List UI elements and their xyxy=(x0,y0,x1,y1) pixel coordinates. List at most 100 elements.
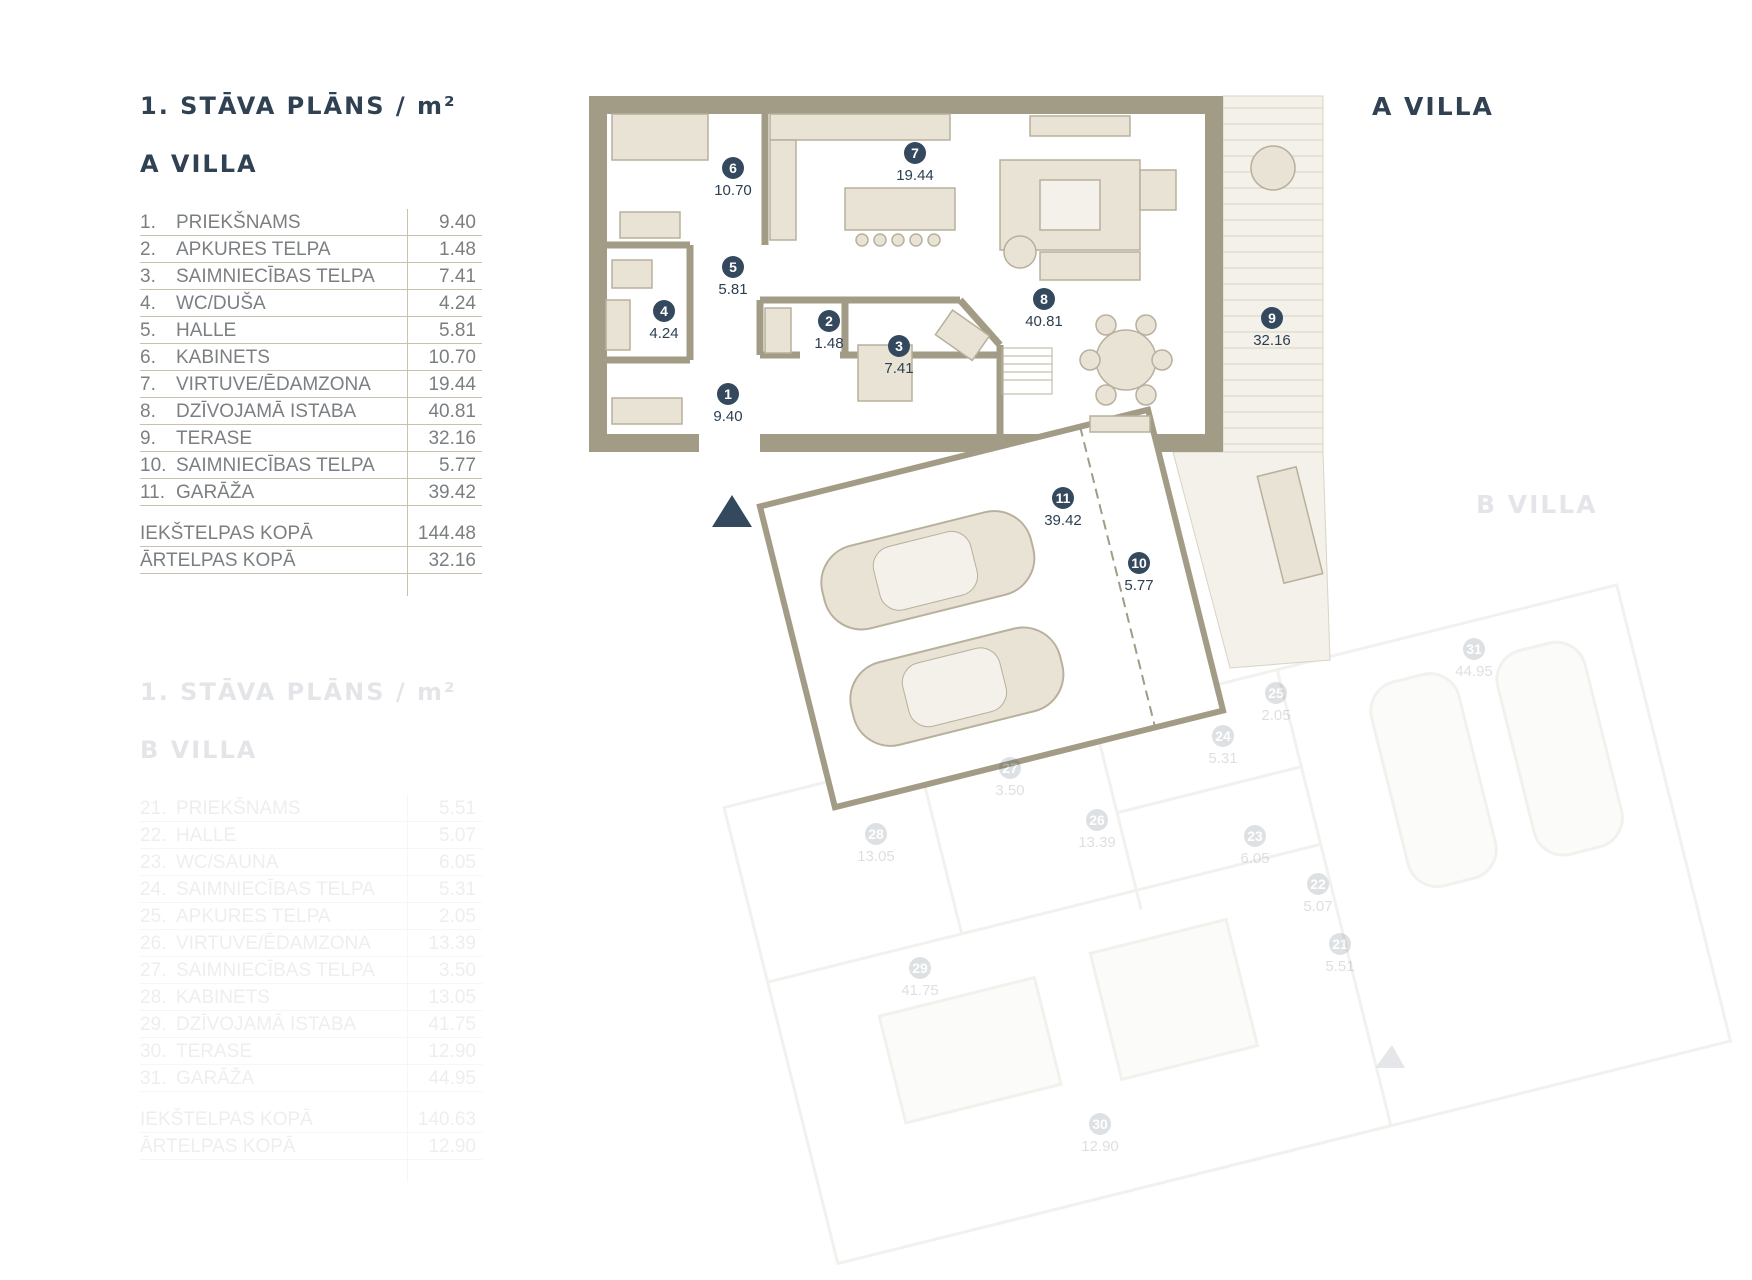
room-marker-area: 3.50 xyxy=(995,782,1024,799)
room-marker: 11 39.42 xyxy=(1044,487,1082,529)
room-marker-number: 22 xyxy=(1310,876,1326,892)
tv-unit-icon xyxy=(1029,115,1131,137)
room-marker: 55.81 xyxy=(718,256,748,298)
room-area: 44.95 xyxy=(428,1068,476,1089)
room-marker-area: 7.41 xyxy=(884,360,913,377)
room-marker-area: 39.42 xyxy=(1044,512,1082,529)
villa-a-plan-label: A VILLA xyxy=(1372,92,1494,121)
room-marker-area: 12.90 xyxy=(1081,1138,1119,1155)
room-marker-area: 5.51 xyxy=(1325,958,1354,975)
room-marker-area: 32.16 xyxy=(1253,332,1291,349)
kitchen-island-icon xyxy=(844,187,956,231)
room-marker-number: 25 xyxy=(1268,685,1284,701)
room-marker-area: 13.39 xyxy=(1078,834,1116,851)
table-column-divider xyxy=(407,209,408,596)
sofa-icon xyxy=(877,975,1063,1125)
room-name: WC/SAUNA xyxy=(176,852,279,873)
room-marker: 610.70 xyxy=(714,157,752,199)
room-marker: 225.07 xyxy=(1303,873,1333,915)
room-marker: 245.31 xyxy=(1208,725,1238,767)
room-number: 9. xyxy=(140,428,156,449)
room-area: 12.90 xyxy=(428,1041,476,1062)
room-name: KABINETS xyxy=(176,987,270,1008)
room-marker-number: 3 xyxy=(895,338,903,354)
sink-icon xyxy=(934,309,991,362)
room-area: 13.39 xyxy=(428,933,476,954)
villa-a-floor-plan xyxy=(589,95,1331,811)
table-row: 11. GARĀŽA 39.42 xyxy=(140,479,482,506)
room-area: 5.77 xyxy=(439,455,476,476)
room-area: 7.41 xyxy=(439,266,476,287)
room-area: 13.05 xyxy=(428,987,476,1008)
room-marker: 932.16 xyxy=(1253,307,1291,349)
room-marker-number: 29 xyxy=(912,960,928,976)
room-name: VIRTUVE/ĒDAMZONA xyxy=(176,374,371,395)
kitchen-counter-icon xyxy=(769,113,951,141)
room-name: HALLE xyxy=(176,320,237,341)
room-number: 8. xyxy=(140,401,156,422)
room-area: 39.42 xyxy=(428,482,476,503)
room-marker-area: 5.07 xyxy=(1303,898,1332,915)
villa-a-heading: A VILLA xyxy=(140,150,258,178)
room-marker-number: 4 xyxy=(660,303,668,319)
room-marker-number: 31 xyxy=(1466,641,1482,657)
room-area: 6.05 xyxy=(439,852,476,873)
room-marker-area: 9.40 xyxy=(713,408,742,425)
room-marker-number: 23 xyxy=(1247,828,1263,844)
room-number: 24. xyxy=(140,879,167,900)
room-marker: 252.05 xyxy=(1261,682,1291,724)
room-area: 32.16 xyxy=(428,428,476,449)
terrace-table-icon xyxy=(1250,145,1296,191)
room-marker-area: 5.77 xyxy=(1124,577,1153,594)
room-name: GARĀŽA xyxy=(176,1068,255,1089)
room-area: 3.50 xyxy=(439,960,476,981)
entrance-arrow-icon xyxy=(1375,1045,1405,1068)
room-marker-area: 19.44 xyxy=(896,167,934,184)
room-marker-area: 13.05 xyxy=(857,848,895,865)
room-marker: 236.05 xyxy=(1240,825,1270,867)
room-marker-number: 11 xyxy=(1056,490,1071,506)
room-number: 21. xyxy=(140,798,167,819)
room-marker-area: 5.81 xyxy=(718,281,747,298)
room-name: GARĀŽA xyxy=(176,482,255,503)
room-name: APKURES TELPA xyxy=(176,906,331,927)
room-marker-number: 10 xyxy=(1131,555,1147,571)
terrace-table-icon xyxy=(1256,465,1324,585)
room-area: 5.51 xyxy=(439,798,476,819)
total-area: 12.90 xyxy=(428,1136,476,1157)
car-icon xyxy=(1369,672,1498,889)
shower-icon xyxy=(611,259,653,289)
room-marker-area: 2.05 xyxy=(1261,707,1290,724)
room-name: DZĪVOJAMĀ ISTABA xyxy=(176,401,357,422)
room-area: 5.07 xyxy=(439,825,476,846)
room-name: SAIMNIECĪBAS TELPA xyxy=(176,960,375,981)
villa-b-heading: B VILLA xyxy=(140,736,258,764)
room-number: 11. xyxy=(140,482,166,503)
room-area: 19.44 xyxy=(428,374,476,395)
villa-b-floor-plan xyxy=(722,583,1733,1266)
room-number: 10. xyxy=(140,455,167,476)
room-marker: 840.81 xyxy=(1025,288,1063,330)
room-marker: 37.41 xyxy=(884,335,914,377)
room-area: 40.81 xyxy=(428,401,476,422)
bed-icon xyxy=(611,113,709,161)
